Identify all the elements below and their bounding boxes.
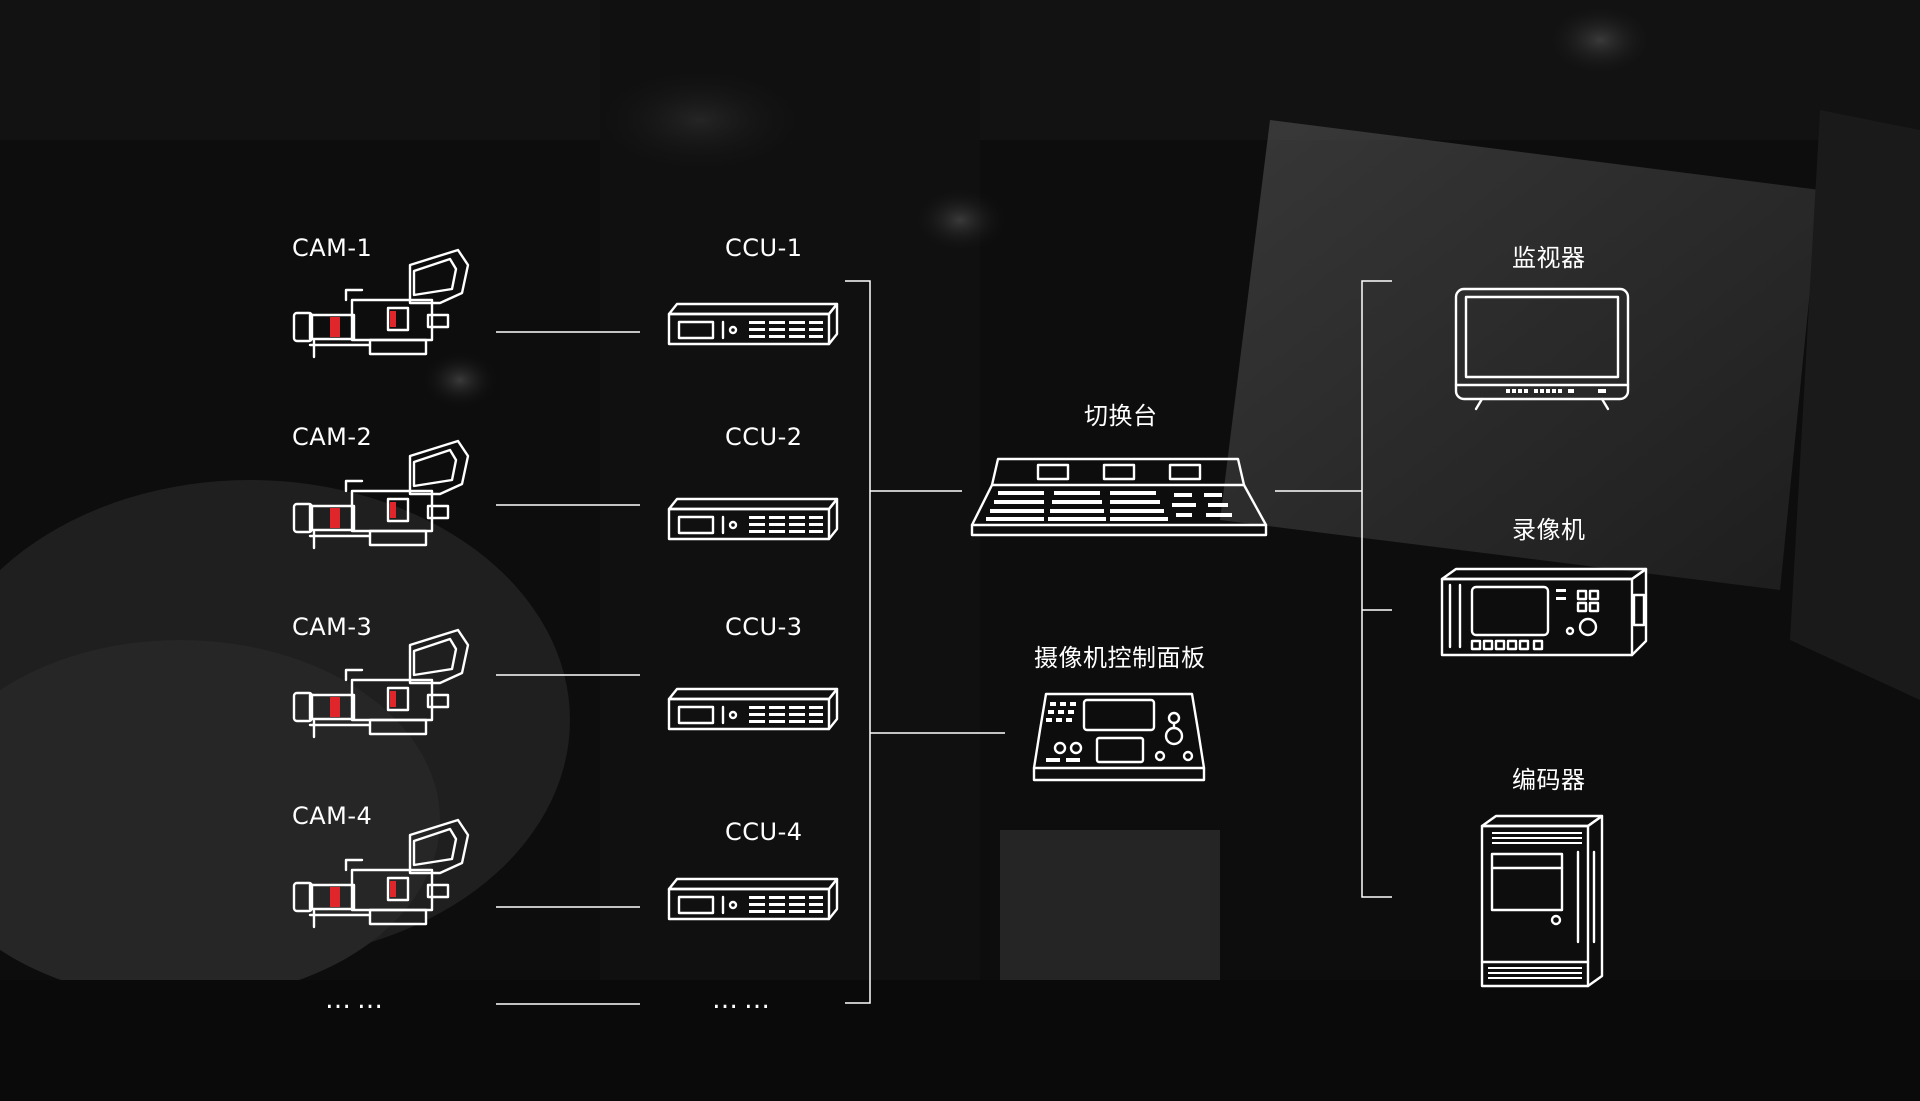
broadcast-camera-icon — [292, 628, 470, 739]
cam-3-label: CAM-3 — [292, 613, 373, 641]
camera-control-panel-icon — [1032, 692, 1206, 782]
ccu-bus-bracket — [845, 280, 871, 1004]
ccu-3-label: CCU-3 — [725, 613, 803, 641]
encoder-label: 编码器 — [1512, 766, 1586, 794]
cam-1-label: CAM-1 — [292, 234, 373, 262]
encoder-icon — [1480, 814, 1604, 988]
ccu-1-label: CCU-1 — [725, 234, 803, 262]
monitor-icon — [1454, 287, 1630, 411]
ccu-4-label: CCU-4 — [725, 818, 803, 846]
output-bus-bracket — [1361, 280, 1392, 898]
monitor-label: 监视器 — [1512, 244, 1586, 272]
broadcast-camera-icon — [292, 248, 470, 359]
video-switcher-icon — [970, 457, 1268, 537]
broadcast-camera-icon — [292, 818, 470, 929]
camera-control-unit-icon — [667, 687, 839, 731]
cam-4-label: CAM-4 — [292, 802, 373, 830]
broadcast-camera-icon — [292, 439, 470, 550]
control-panel-label: 摄像机控制面板 — [1034, 644, 1206, 672]
camera-control-unit-icon — [667, 497, 839, 541]
switcher-label: 切换台 — [1084, 402, 1158, 430]
camera-control-unit-icon — [667, 877, 839, 921]
more-ccus-ellipsis: …… — [712, 985, 776, 1015]
camera-control-unit-icon — [667, 302, 839, 346]
cam-2-label: CAM-2 — [292, 423, 373, 451]
more-cameras-ellipsis: …… — [325, 985, 389, 1015]
video-recorder-icon — [1440, 567, 1648, 657]
recorder-label: 录像机 — [1512, 516, 1586, 544]
ccu-2-label: CCU-2 — [725, 423, 803, 451]
